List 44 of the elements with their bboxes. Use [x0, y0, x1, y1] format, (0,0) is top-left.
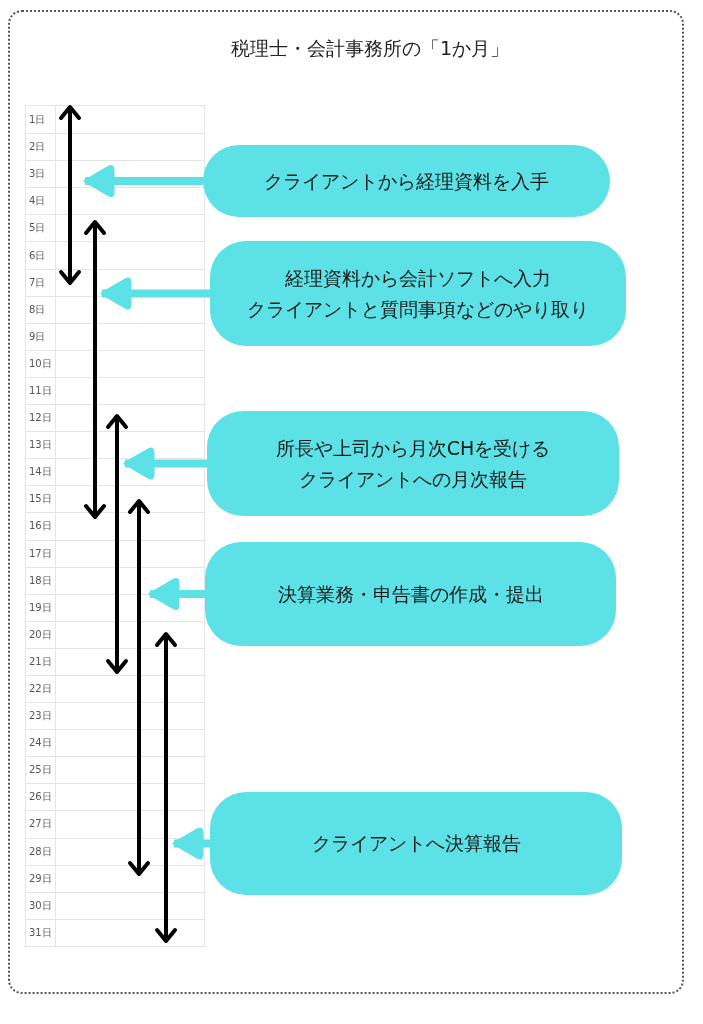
day-label: 17日: [26, 540, 56, 567]
day-label: 18日: [26, 567, 56, 594]
day-label: 31日: [26, 919, 56, 946]
day-label: 5日: [26, 215, 56, 242]
day-label: 28日: [26, 838, 56, 865]
task-text: クライアントと質問事項などのやり取り: [247, 296, 589, 322]
day-label: 21日: [26, 648, 56, 675]
task-box: [205, 542, 616, 646]
task-text: 所長や上司から月次CHを受ける: [275, 436, 551, 462]
day-label: 24日: [26, 730, 56, 757]
day-label: 22日: [26, 675, 56, 703]
day-label: 13日: [26, 432, 56, 459]
day-label: 9日: [26, 323, 56, 350]
task-box: [203, 145, 610, 217]
day-label: 11日: [26, 377, 56, 405]
day-label: 15日: [26, 486, 56, 513]
day-label: 7日: [26, 269, 56, 296]
task-box: [210, 792, 622, 895]
day-label: 19日: [26, 594, 56, 621]
day-label: 14日: [26, 459, 56, 486]
day-label: 3日: [26, 161, 56, 188]
day-label: 23日: [26, 703, 56, 730]
task-box: [210, 241, 626, 346]
day-label: 25日: [26, 757, 56, 784]
day-label: 20日: [26, 621, 56, 648]
day-label: 12日: [26, 405, 56, 432]
title: 税理士・会計事務所の「1か月」: [229, 36, 511, 61]
task-box: [207, 411, 619, 516]
day-label: 4日: [26, 188, 56, 215]
day-label: 2日: [26, 134, 56, 161]
task-text: クライアントへ決算報告: [311, 831, 521, 857]
task-text: クライアントから経理資料を入手: [264, 168, 549, 194]
day-label: 10日: [26, 350, 56, 377]
day-label: 1日: [26, 106, 56, 134]
day-label: 29日: [26, 865, 56, 892]
day-label: 8日: [26, 296, 56, 323]
day-label: 6日: [26, 242, 56, 269]
task-text: 経理資料から会計ソフトへ入力: [285, 266, 551, 292]
task-text: 決算業務・申告書の作成・提出: [277, 581, 544, 607]
day-label: 26日: [26, 784, 56, 811]
day-label: 30日: [26, 892, 56, 919]
task-text: クライアントへの月次報告: [299, 466, 527, 492]
day-label: 16日: [26, 513, 56, 540]
day-label: 27日: [26, 811, 56, 838]
